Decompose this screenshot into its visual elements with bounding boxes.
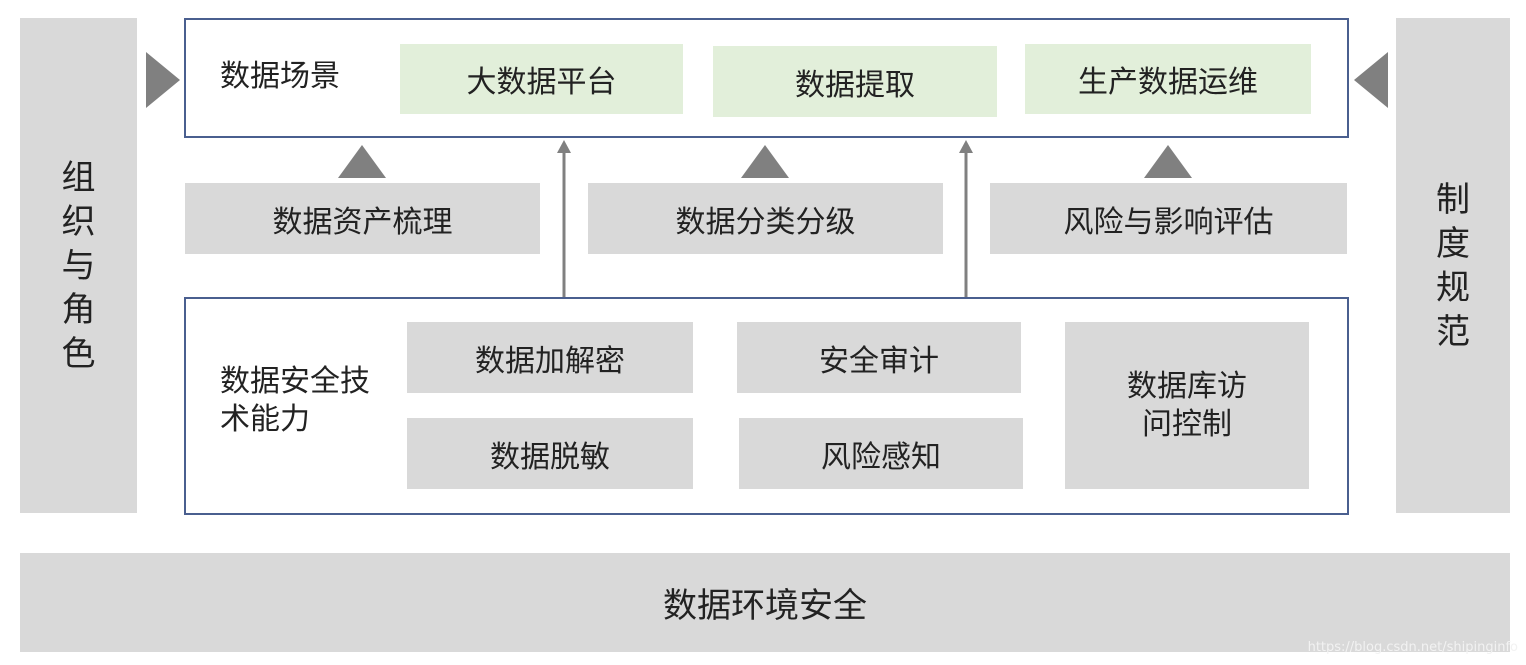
up-triangle-icon [741,145,789,178]
asset-inventory-box: 数据资产梳理 [185,183,540,254]
right-pointer-icon [1354,52,1388,108]
left-pointer-icon [146,52,180,108]
up-triangle-icon [1144,145,1192,178]
scenario-data-extraction: 数据提取 [713,46,997,117]
encryption-box: 数据加解密 [407,322,693,393]
up-triangle-icon [338,145,386,178]
audit-box: 安全审计 [737,322,1021,393]
watermark-text: https://blog.csdn.net/shipinginfo [1307,640,1518,655]
scenario-big-data-platform: 大数据平台 [400,44,683,114]
up-arrow-head-icon [557,140,571,153]
environment-security-bar: 数据环境安全 [20,553,1510,652]
environment-security-label: 数据环境安全 [663,586,867,626]
org-roles-label: 组织与角色 [61,157,96,374]
db-access-control-label: 数据库访问控制 [1127,368,1247,442]
up-arrow-head-icon [959,140,973,153]
risk-awareness-box: 风险感知 [739,418,1023,489]
policy-label: 制度规范 [1436,179,1470,352]
classification-box: 数据分类分级 [588,183,943,254]
masking-box: 数据脱敏 [407,418,693,489]
scenario-production-ops: 生产数据运维 [1025,44,1311,114]
policy-column: 制度规范 [1396,18,1510,513]
db-access-control-box: 数据库访问控制 [1065,322,1309,489]
org-roles-column: 组织与角色 [20,18,137,513]
scenarios-label: 数据场景 [220,59,340,94]
tech-label: 数据安全技术能力 [220,364,370,437]
risk-assessment-box: 风险与影响评估 [990,183,1347,254]
